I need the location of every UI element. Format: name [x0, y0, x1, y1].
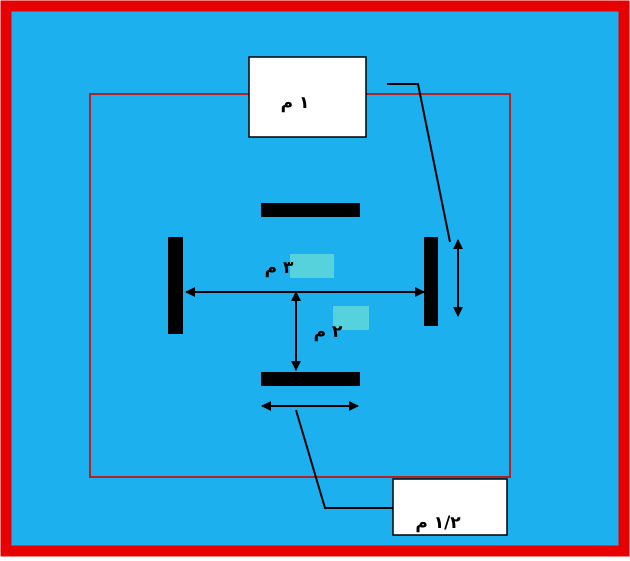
top-box-label: ١ م [281, 93, 310, 113]
left-bar [168, 237, 183, 334]
vertical-distance-label: ٢ م [314, 322, 343, 342]
top-bar [261, 203, 360, 217]
top-leader-line [387, 83, 451, 243]
bottom-leader-line [295, 409, 394, 509]
top-label-box [248, 56, 367, 138]
bottom-box-label: ١/٢ م [415, 513, 461, 533]
bottom-bar [261, 372, 360, 386]
right-bar [424, 237, 438, 326]
vertical-label-highlight [333, 306, 369, 330]
horizontal-label-highlight [290, 254, 334, 278]
horizontal-distance-label: ٣ م [265, 258, 294, 278]
bottom-label-box [392, 478, 508, 536]
